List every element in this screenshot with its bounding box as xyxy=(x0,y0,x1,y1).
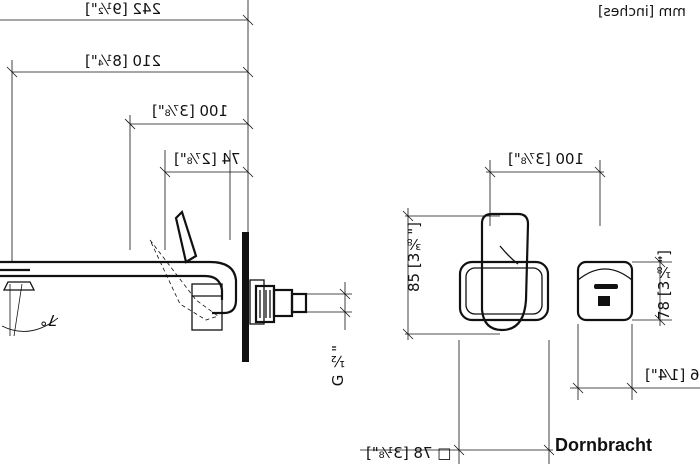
side-view: 242 [9½"] 210 [8¼"] 100 [3⅞"] 74 [2⅞"] xyxy=(0,0,352,386)
dim-85-label: 85 [3⅜"] xyxy=(405,222,423,292)
end-plate xyxy=(576,260,634,322)
thread-connector xyxy=(249,279,308,325)
dim-78-height-label: 78 [3⅛"] xyxy=(655,250,673,320)
angle-label: 7° xyxy=(40,311,57,329)
lever-handle xyxy=(174,209,198,264)
end-outlet xyxy=(598,296,610,306)
dim-78-square-label: □ 78 [3⅛"] xyxy=(366,444,451,462)
brand-logo: Dornbracht xyxy=(555,435,652,455)
dim-74-label: 74 [2⅞"] xyxy=(174,150,241,168)
dim-6-label: 6 [1⁄4"] xyxy=(645,366,700,384)
front-lever xyxy=(480,212,530,332)
dim-6: 6 [1⁄4"] xyxy=(570,366,700,394)
dim-210: 210 [8¼"] xyxy=(6,52,254,78)
dim-85: 85 [3⅜"] xyxy=(402,208,423,340)
dim-74: 74 [2⅞"] xyxy=(159,150,254,178)
dim-78-square: □ 78 [3⅛"] xyxy=(360,444,555,462)
dim-thread: G ½" xyxy=(329,282,351,386)
dim-thread-label: G ½" xyxy=(329,345,347,386)
spout-body xyxy=(0,260,238,315)
dim-242-label: 242 [9½"] xyxy=(85,0,161,18)
dim-242: 242 [9½"] xyxy=(0,0,254,26)
dim-100-side-label: 100 [3⅞"] xyxy=(152,102,228,120)
dim-210-label: 210 [8¼"] xyxy=(85,52,161,70)
angle-indicator: 7° xyxy=(1,283,59,337)
dim-78-height: 78 [3⅛"] xyxy=(654,250,673,326)
front-view: 100 [3⅞"] 85 [3⅜"] □ 78 [3⅛"] xyxy=(360,150,606,464)
dim-100-side: 100 [3⅞"] xyxy=(124,102,254,130)
wall-rosette xyxy=(242,232,249,362)
front-rosette xyxy=(458,260,550,322)
dim-100-front: 100 [3⅞"] xyxy=(484,150,606,178)
end-view: 78 [3⅛"] 6 [1⁄4"] xyxy=(570,250,700,400)
dim-100-front-label: 100 [3⅞"] xyxy=(508,150,584,168)
spout-aerator xyxy=(2,281,36,291)
units-label: mm [inches] xyxy=(598,4,686,20)
